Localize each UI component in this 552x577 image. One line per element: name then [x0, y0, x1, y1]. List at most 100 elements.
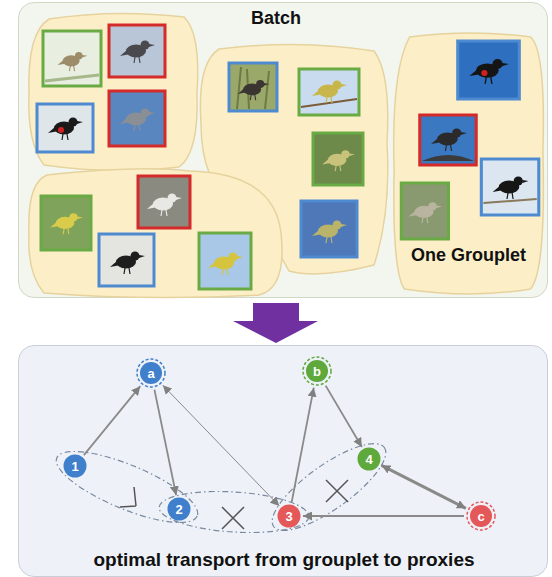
bird-photo	[138, 176, 190, 228]
bird-figure	[322, 150, 355, 171]
grouplet-blob	[394, 33, 544, 294]
bird-figure	[120, 41, 155, 64]
proxy-ring	[467, 502, 495, 530]
sample-node: 1	[63, 454, 87, 478]
bird-figure	[120, 109, 155, 132]
proxy-ring	[137, 359, 165, 387]
cross-symbol	[326, 480, 348, 502]
grouplet-blob	[29, 13, 198, 170]
photo-frame	[37, 104, 93, 152]
photo-grass	[45, 75, 99, 81]
photo-rock	[422, 155, 474, 161]
bird-photo	[301, 201, 357, 257]
bird-photo	[37, 104, 93, 152]
transport-connector	[326, 386, 362, 447]
node-label: 2	[175, 503, 182, 516]
transport-connector	[154, 390, 176, 496]
bird-figure	[312, 221, 347, 244]
node-disc	[306, 360, 328, 382]
sample-node: 2	[167, 497, 191, 521]
transport-connector	[84, 386, 140, 455]
bird-photo	[41, 196, 91, 250]
orthogonal-symbol	[120, 487, 136, 507]
bird-photo	[43, 31, 101, 86]
photo-frame	[109, 91, 165, 146]
transport-illustration	[19, 346, 549, 577]
bird-shoulder	[481, 70, 487, 76]
photo-frame	[229, 63, 277, 111]
panel-caption: optimal transport from grouplet to proxi…	[93, 549, 474, 571]
grouplet-ellipse	[158, 487, 310, 536]
photo-reeds	[237, 67, 269, 109]
transport-panel: optimal transport from grouplet to proxi…	[18, 345, 548, 577]
bird-figure	[110, 252, 145, 275]
transport-connector	[292, 388, 314, 503]
photo-frame	[313, 133, 363, 185]
bird-figure	[431, 129, 467, 152]
batch-panel: Batch One Grouplet	[18, 2, 548, 298]
connector-layer	[19, 346, 549, 577]
transport-connector	[163, 385, 279, 506]
photo-frame	[109, 25, 165, 77]
photo-frame	[401, 183, 448, 239]
down-arrow	[233, 303, 318, 343]
node-label: b	[313, 365, 321, 378]
cross-symbol	[222, 507, 244, 529]
transport-connector	[303, 515, 464, 517]
bird-figure	[312, 81, 347, 104]
photo-frame	[199, 233, 251, 289]
photo-frame	[99, 234, 154, 286]
bird-photo	[458, 41, 520, 99]
node-disc	[168, 498, 191, 521]
proxy-ring	[303, 357, 331, 385]
bird-shoulder	[58, 127, 64, 133]
bird-figure	[238, 80, 270, 100]
node-disc	[358, 448, 381, 471]
bird-photo	[109, 25, 165, 77]
grouplet-ellipse	[48, 438, 205, 537]
bird-figure	[493, 177, 529, 200]
bird-figure	[50, 213, 83, 234]
bird-figure	[469, 59, 508, 84]
node-label: c	[477, 510, 484, 523]
bird-photo	[401, 183, 448, 239]
panel-heading: Batch	[251, 8, 301, 29]
grouplet-ellipse	[261, 430, 397, 545]
photo-frame	[481, 159, 538, 215]
bird-photo	[481, 159, 538, 215]
bird-figure	[208, 253, 243, 276]
photo-branch	[301, 99, 357, 107]
photo-frame	[43, 31, 101, 86]
bird-figure	[48, 118, 83, 141]
photo-branch	[483, 199, 536, 203]
bird-photo	[313, 133, 363, 185]
sample-node: 3	[277, 504, 301, 528]
grouplet-blob: One Grouplet	[389, 31, 548, 297]
bird-figure	[409, 202, 443, 223]
bird-photo	[299, 69, 359, 115]
node-disc	[140, 362, 162, 384]
bird-photo	[229, 63, 277, 111]
bird-photo	[199, 233, 251, 289]
bird-figure	[58, 52, 88, 71]
proxy-node: b	[302, 356, 332, 386]
bird-photo	[420, 115, 476, 165]
node-disc	[278, 505, 301, 528]
proxy-node: c	[466, 501, 496, 531]
photo-frame	[41, 196, 91, 250]
bird-photo	[109, 91, 165, 146]
photo-frame	[301, 201, 357, 257]
node-label: 4	[365, 453, 372, 466]
grouplet-blob	[29, 169, 282, 298]
photo-frame	[299, 69, 359, 115]
node-disc	[470, 505, 492, 527]
photo-frame	[458, 41, 520, 99]
node-label: a	[147, 367, 154, 380]
proxy-node: a	[136, 358, 166, 388]
bird-figure	[147, 194, 182, 217]
photo-frame	[420, 115, 476, 165]
node-label: 1	[71, 460, 78, 473]
transport-connector	[381, 465, 465, 508]
grouplet-label: One Grouplet	[411, 245, 526, 266]
